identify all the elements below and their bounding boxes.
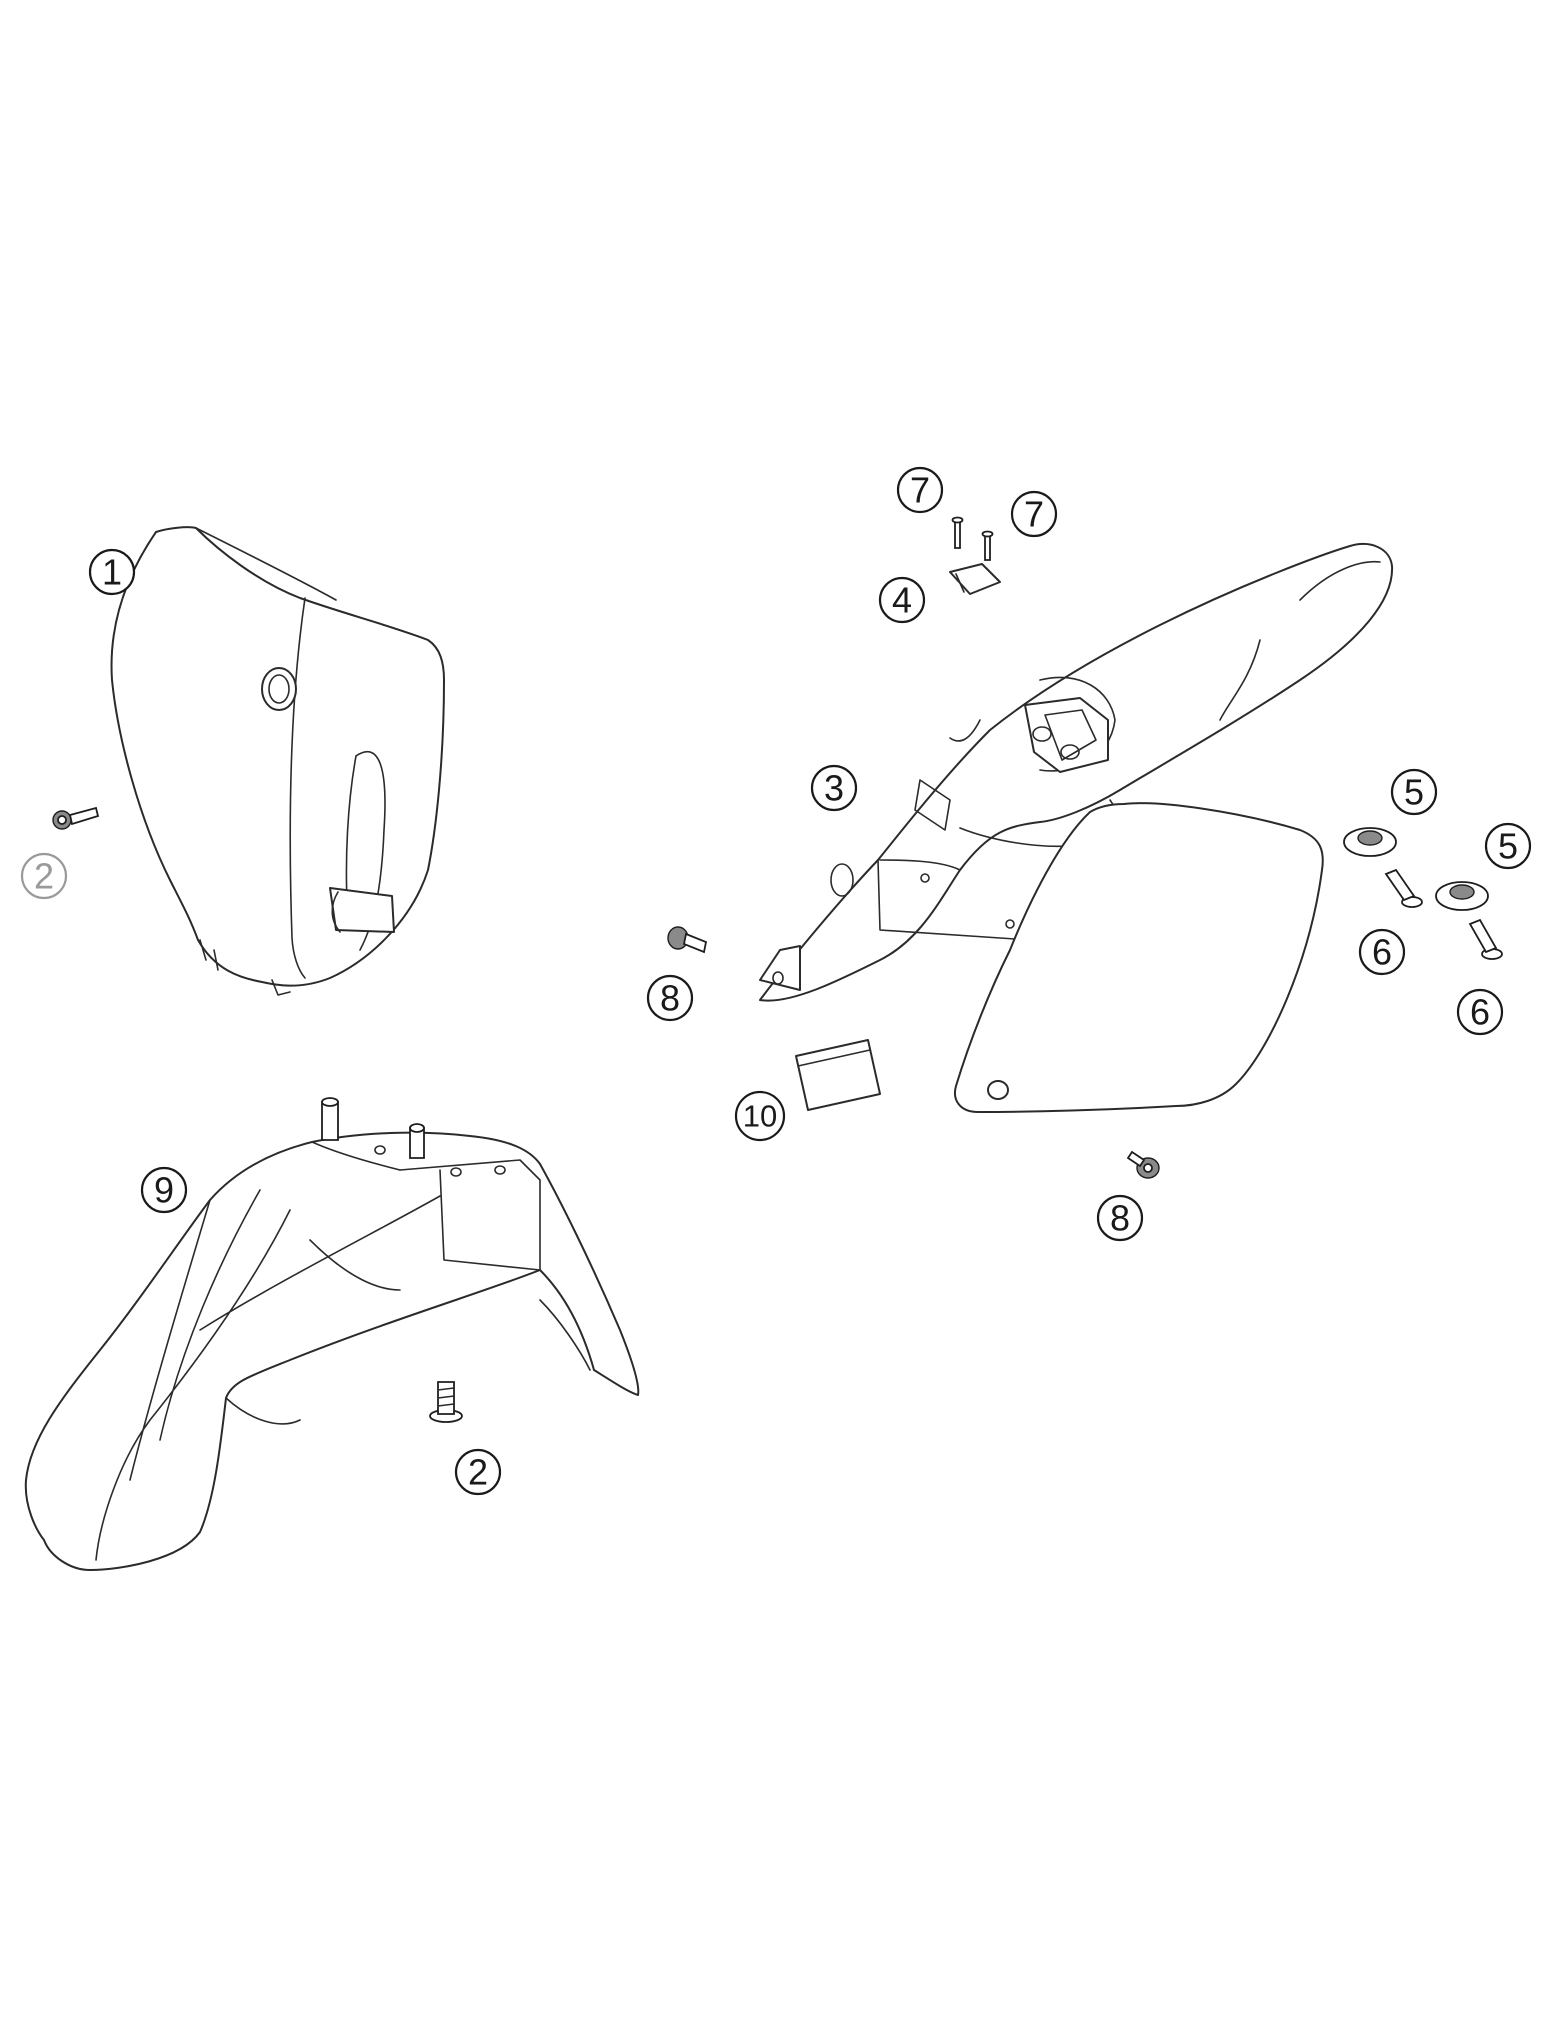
rear-fender xyxy=(759,543,1394,1002)
screw-front-fender xyxy=(429,1381,463,1423)
callout-5-label: 5 xyxy=(1498,826,1518,867)
callout-8-left: 8 xyxy=(646,974,694,1022)
callout-5-label: 5 xyxy=(1404,772,1424,813)
screw-front-plate xyxy=(52,806,100,830)
callout-8-label: 8 xyxy=(660,978,680,1019)
washer-b xyxy=(1435,881,1489,911)
decal xyxy=(795,1039,881,1111)
washer-a xyxy=(1343,827,1397,857)
callout-7-b: 7 xyxy=(1010,490,1058,538)
bolt-8-bottom xyxy=(1126,1150,1160,1179)
callout-4-label: 4 xyxy=(892,580,912,621)
callout-6-label: 6 xyxy=(1372,932,1392,973)
rear-side-panel xyxy=(954,802,1324,1113)
bracket xyxy=(949,563,1001,595)
callout-7-a: 7 xyxy=(896,466,944,514)
front-number-plate xyxy=(110,526,445,996)
callout-7-label: 7 xyxy=(910,470,930,511)
callout-5-a: 5 xyxy=(1390,768,1438,816)
callout-9: 9 xyxy=(140,1166,188,1214)
callout-3-label: 3 xyxy=(824,768,844,809)
callout-2-front-plate: 2 xyxy=(20,852,68,900)
callout-6-label: 6 xyxy=(1470,992,1490,1033)
front-fender xyxy=(24,1097,640,1571)
small-screw-a xyxy=(951,516,964,549)
callout-1: 1 xyxy=(88,548,136,596)
callout-2-label: 2 xyxy=(468,1452,488,1493)
screw-6-b xyxy=(1468,918,1503,960)
callout-2-front-fender: 2 xyxy=(454,1448,502,1496)
callout-5-b: 5 xyxy=(1484,822,1532,870)
callout-6-b: 6 xyxy=(1456,988,1504,1036)
callout-8-bottom: 8 xyxy=(1096,1194,1144,1242)
screw-6-a xyxy=(1384,868,1423,908)
callout-7-label: 7 xyxy=(1024,494,1044,535)
callout-1-label: 1 xyxy=(102,552,122,593)
callout-6-a: 6 xyxy=(1358,928,1406,976)
bolt-8-left xyxy=(667,926,708,954)
callout-2-label: 2 xyxy=(34,856,54,897)
callout-4: 4 xyxy=(878,576,926,624)
callout-10-label: 10 xyxy=(743,1099,777,1134)
callout-8-label: 8 xyxy=(1110,1198,1130,1239)
callout-3: 3 xyxy=(810,764,858,812)
callout-10: 10 xyxy=(734,1090,786,1142)
small-screw-b xyxy=(981,530,994,561)
callout-9-label: 9 xyxy=(154,1170,174,1211)
